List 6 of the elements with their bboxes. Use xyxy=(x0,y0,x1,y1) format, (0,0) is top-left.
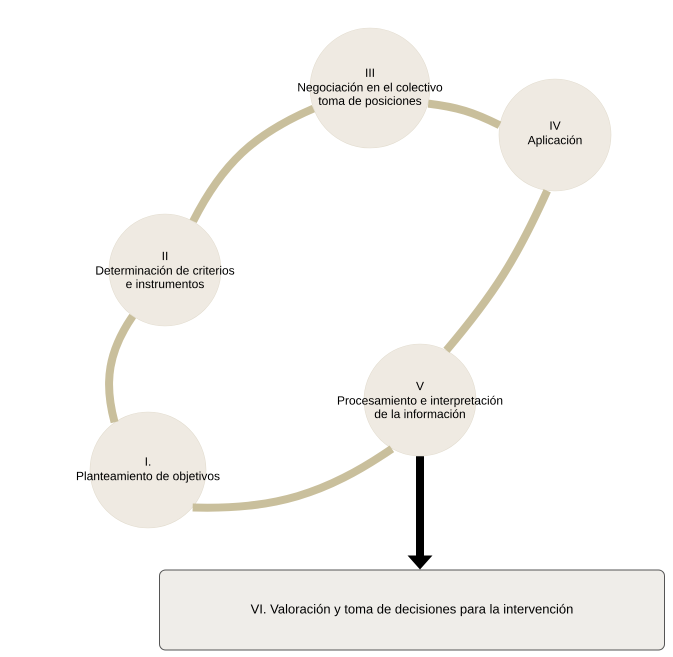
ring-segment xyxy=(190,104,315,224)
ring-segment xyxy=(443,189,551,353)
ring-segment xyxy=(428,100,502,129)
ring-segment xyxy=(192,445,394,512)
result-box: VI. Valoración y toma de decisiones para la intervención xyxy=(159,570,665,650)
ring-segment xyxy=(105,314,136,424)
